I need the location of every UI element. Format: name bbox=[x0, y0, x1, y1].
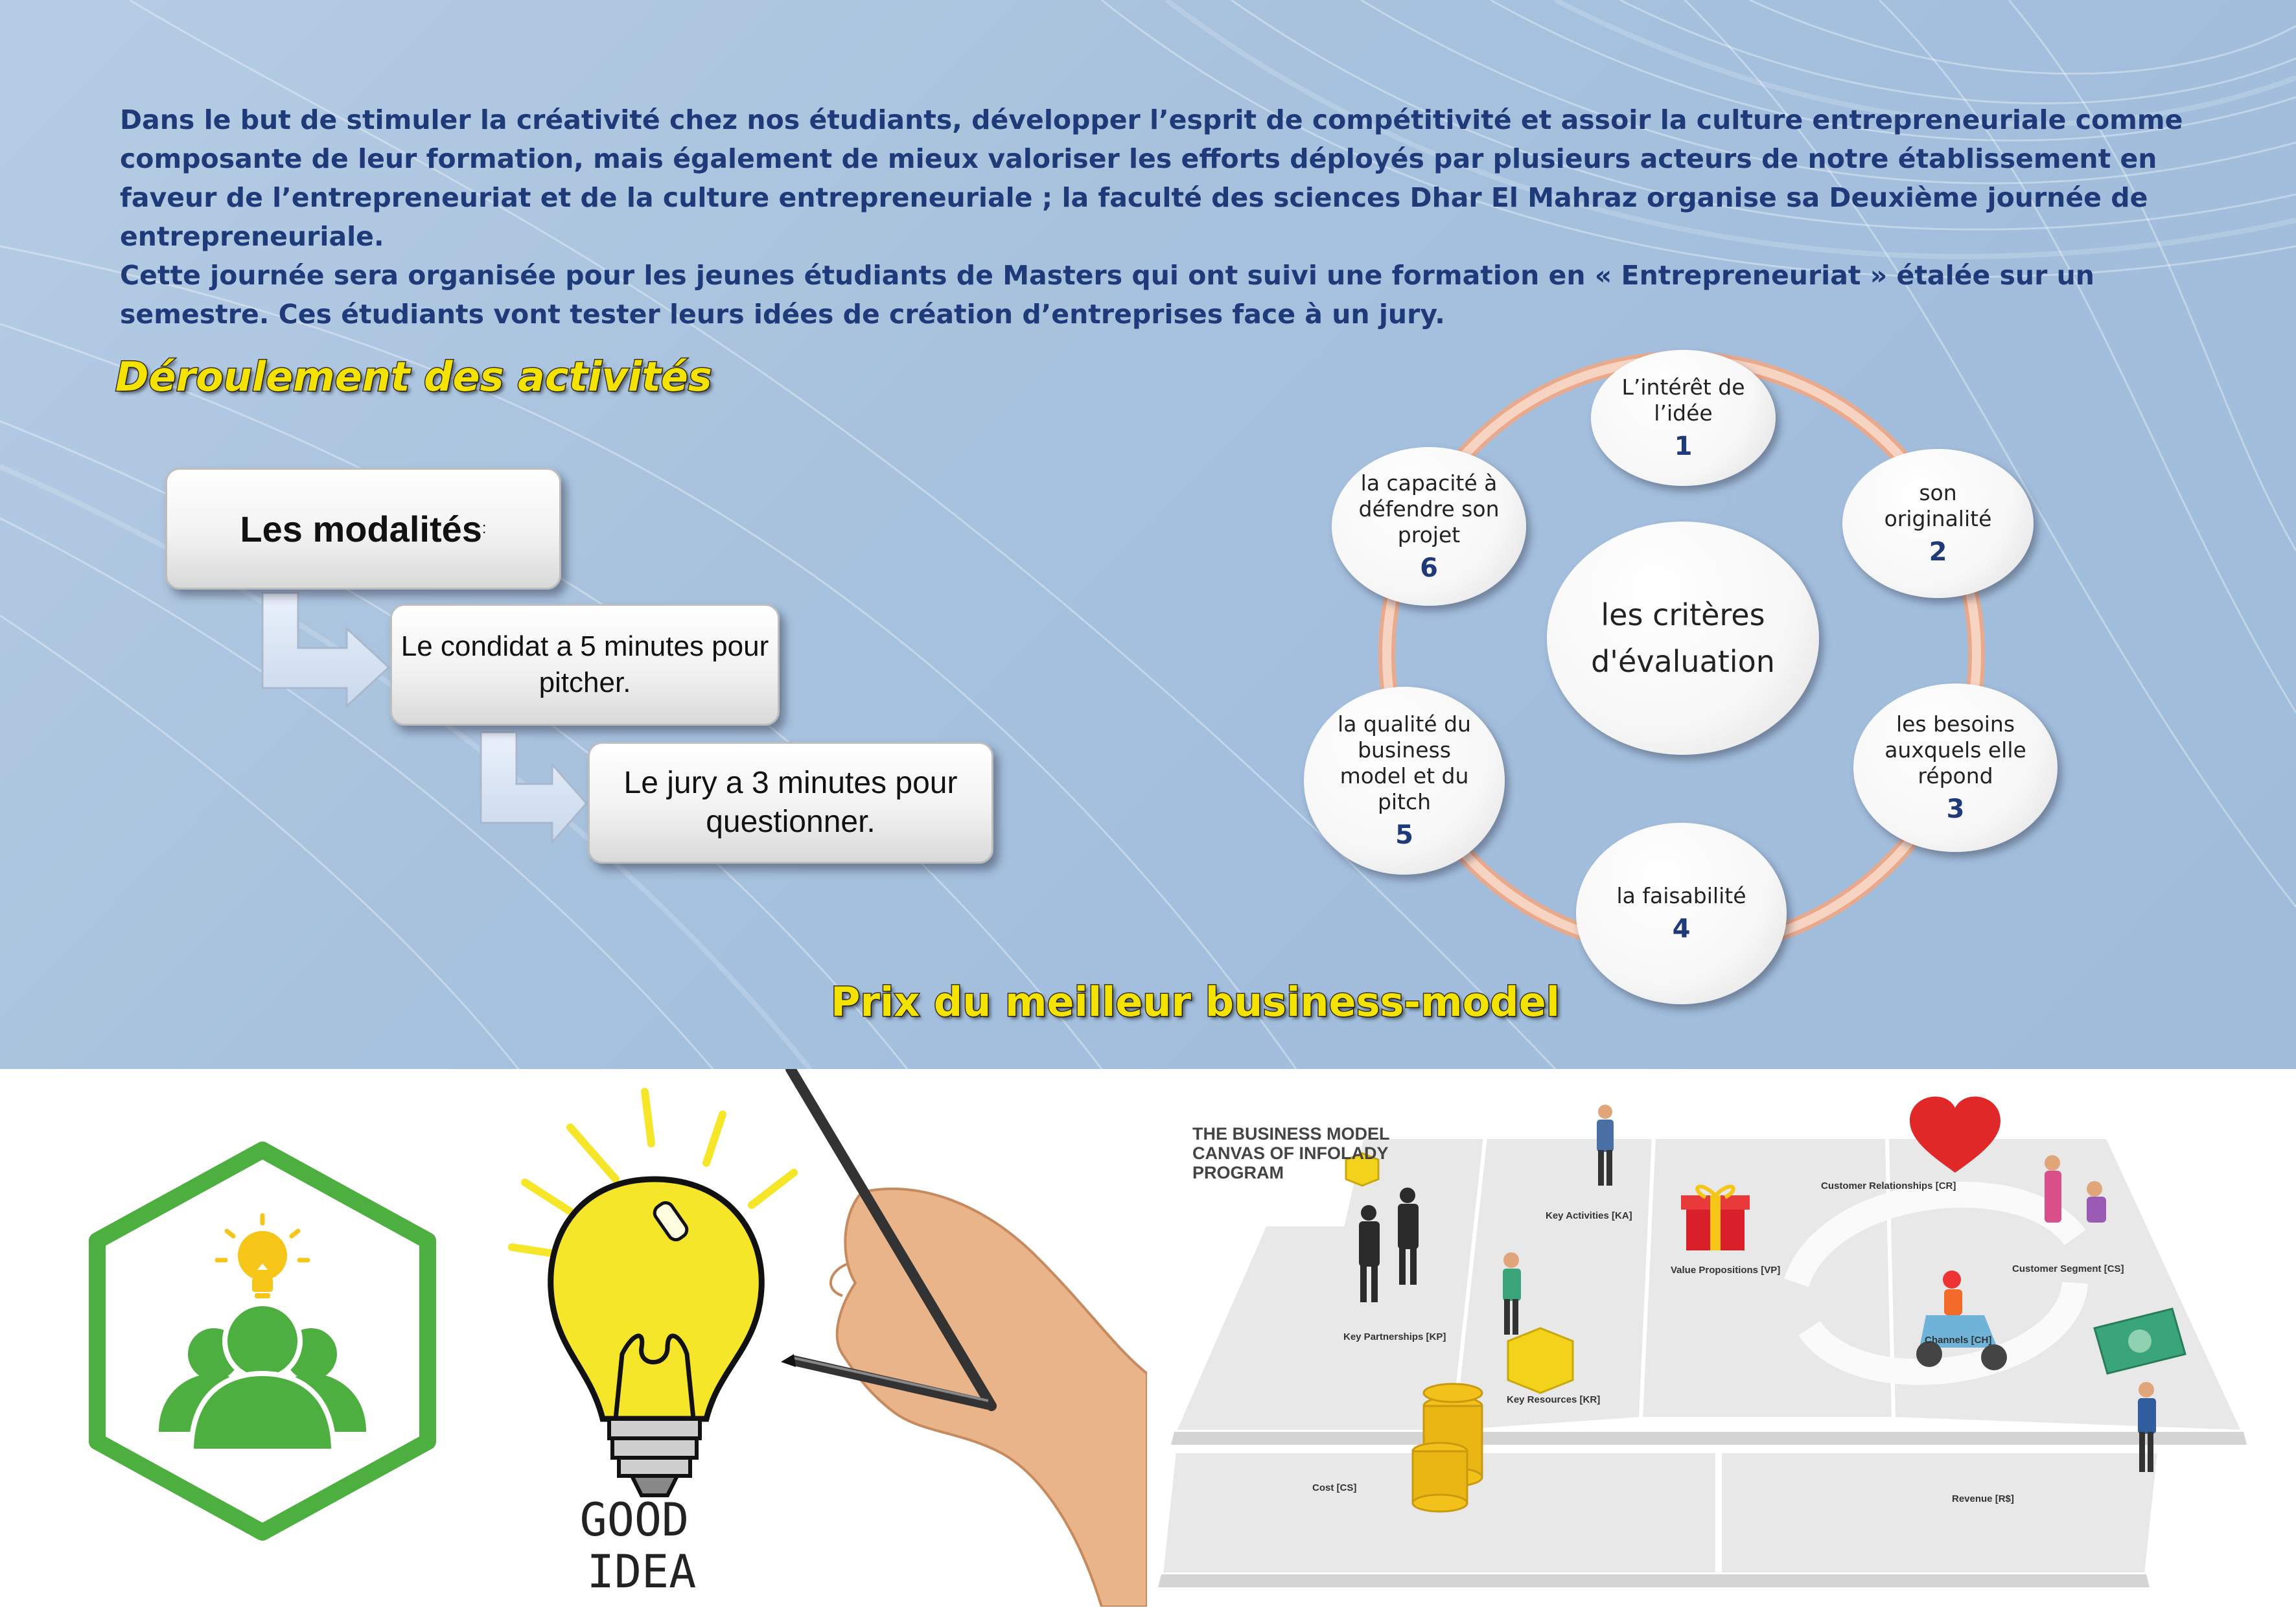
canvas-label-customer-relationships: Customer Relationships [CR] bbox=[1821, 1180, 1956, 1191]
modality-step-2: Le jury a 3 minutes pour questionner. bbox=[588, 742, 993, 864]
good-idea-text: GOOD IDEA bbox=[580, 1493, 717, 1598]
criterion-6-number: 6 bbox=[1420, 553, 1438, 583]
criterion-3: les besoins auxquels elle répond 3 bbox=[1853, 684, 2058, 852]
flow-arrows bbox=[261, 592, 588, 845]
criterion-1-label: L’intérêt de l’idée bbox=[1621, 374, 1745, 426]
criteria-center: les critères d'évaluation bbox=[1547, 522, 1819, 755]
criterion-2-label: son originalité bbox=[1884, 480, 1992, 531]
criterion-4-number: 4 bbox=[1672, 914, 1691, 944]
criterion-6-label: la capacité à défendre son projet bbox=[1358, 470, 1500, 547]
criteria-center-label: les critères d'évaluation bbox=[1591, 597, 1775, 679]
criterion-6: la capacité à défendre son projet 6 bbox=[1332, 447, 1526, 606]
canvas-label-customer-segment: Customer Segment [CS] bbox=[2012, 1263, 2124, 1274]
prize-heading: Prix du meilleur business-model bbox=[830, 978, 1561, 1027]
canvas-label-key-partnerships: Key Partnerships [KP] bbox=[1343, 1331, 1446, 1342]
hand-with-pen-icon bbox=[781, 1064, 1148, 1608]
canvas-block-cost-revenue bbox=[1159, 1449, 2162, 1576]
criterion-2-number: 2 bbox=[1929, 537, 1947, 567]
scooter-icon bbox=[1916, 1271, 2007, 1370]
team-idea-icon bbox=[89, 1142, 436, 1541]
modality-step-2-text: Le jury a 3 minutes pour questionner. bbox=[623, 766, 958, 839]
business-people-icon bbox=[1359, 1105, 2156, 1472]
criterion-5: la qualité du business model et du pitch… bbox=[1304, 687, 1505, 875]
canvas-title: THE BUSINESS MODEL CANVAS OF INFOLADY PR… bbox=[1192, 1124, 1426, 1182]
criterion-1: L’intérêt de l’idée 1 bbox=[1591, 350, 1776, 486]
canvas-label-revenue: Revenue [R$] bbox=[1952, 1493, 2014, 1504]
criterion-3-number: 3 bbox=[1946, 794, 1965, 824]
criterion-5-label: la qualité du business model et du pitch bbox=[1338, 711, 1471, 814]
activities-heading: Déroulement des activités bbox=[115, 352, 713, 402]
canvas-block-value-propositions bbox=[1638, 1135, 1896, 1421]
modality-step-1-text: Le condidat a 5 minutes pour pitcher. bbox=[400, 630, 769, 698]
criterion-4: la faisabilité 4 bbox=[1576, 823, 1787, 1004]
business-canvas-panel: Key Activities [KA] bbox=[1148, 1069, 2296, 1607]
yellow-cube-icon bbox=[1345, 1152, 1574, 1394]
good-idea-line-1: GOOD bbox=[580, 1493, 690, 1547]
modalities-title-box: Les modalités: bbox=[165, 468, 561, 590]
criterion-3-label: les besoins auxquels elle répond bbox=[1884, 711, 2026, 788]
coins-icon bbox=[1411, 1383, 1483, 1513]
canvas-label-key-activities-2: Key Activities [KA] bbox=[1546, 1210, 1632, 1221]
modalities-title: Les modalités bbox=[240, 508, 482, 549]
modalities-title-colon: : bbox=[481, 520, 487, 537]
heart-icon bbox=[1910, 1096, 2000, 1173]
criterion-2: son originalité 2 bbox=[1842, 449, 2034, 598]
canvas-label-cost: Cost [CS] bbox=[1312, 1482, 1357, 1493]
money-icon bbox=[2093, 1307, 2186, 1375]
modality-step-1: Le condidat a 5 minutes pour pitcher. bbox=[390, 604, 780, 726]
illustrations-svg: GOOD IDEA bbox=[89, 1064, 1148, 1608]
arrow-step-1 bbox=[261, 592, 391, 709]
business-canvas-svg bbox=[1158, 1096, 2247, 1587]
good-idea-bulb-icon bbox=[508, 1088, 798, 1497]
arrow-step-2 bbox=[480, 731, 588, 845]
canvas-label-channels: Channels [CH] bbox=[1925, 1335, 1992, 1346]
criterion-1-number: 1 bbox=[1674, 431, 1693, 461]
top-panel: Dans le but de stimuler la créativité ch… bbox=[0, 0, 2296, 1069]
canvas-label-value-propositions: Value Propositions [VP] bbox=[1671, 1265, 1781, 1276]
good-idea-line-2: IDEA bbox=[587, 1545, 697, 1598]
intro-paragraph-2: Cette journée sera organisée pour les je… bbox=[120, 260, 2094, 330]
canvas-title-text: THE BUSINESS MODEL CANVAS OF INFOLADY PR… bbox=[1192, 1124, 1390, 1182]
canvas-label-key-resources: Key Resources [KR] bbox=[1507, 1394, 1601, 1405]
intro-paragraph-1: Dans le but de stimuler la créativité ch… bbox=[120, 104, 2183, 252]
illustrations-panel: GOOD IDEA bbox=[0, 1064, 1148, 1608]
criterion-5-number: 5 bbox=[1395, 820, 1413, 850]
gift-icon bbox=[1681, 1184, 1750, 1250]
intro-text: Dans le but de stimuler la créativité ch… bbox=[120, 100, 2207, 334]
criterion-4-label: la faisabilité bbox=[1616, 883, 1746, 908]
